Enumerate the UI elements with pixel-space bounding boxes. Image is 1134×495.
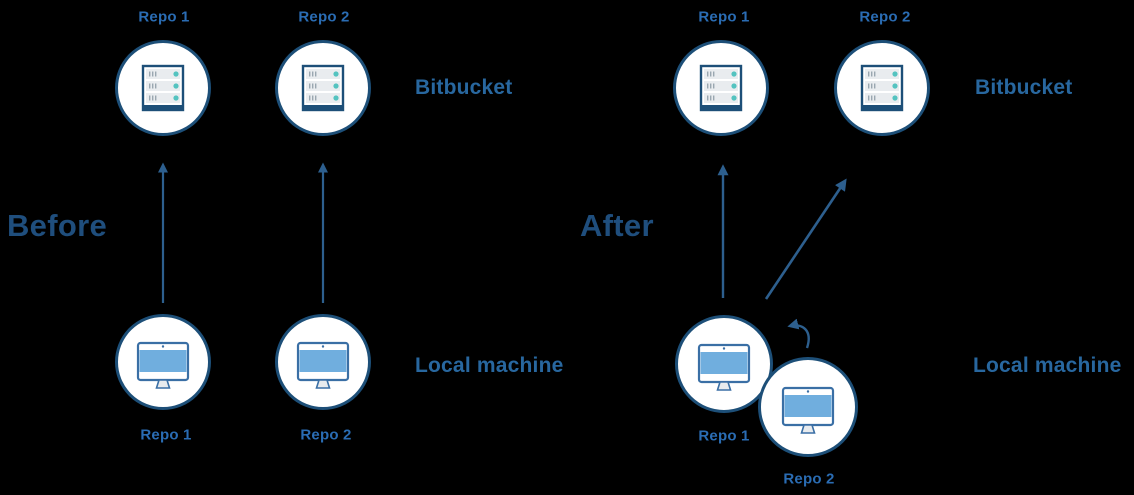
before-local-repo2-node — [275, 314, 371, 410]
after-remote-repo1-node — [673, 40, 769, 136]
after-local-repo2-label: Repo 2 — [783, 470, 835, 488]
before-remote-repo2-node — [275, 40, 371, 136]
after-remote-repo1-label: Repo 1 — [698, 8, 750, 26]
before-local-repo2-label: Repo 2 — [300, 426, 352, 444]
after-local-repo1-label: Repo 1 — [698, 427, 750, 445]
server-icon — [141, 64, 185, 112]
desktop-computer-icon — [296, 341, 350, 389]
after-local-machine-label: Local machine — [973, 354, 1122, 377]
after-remote-repo2-label: Repo 2 — [859, 8, 911, 26]
desktop-computer-icon — [136, 341, 190, 389]
after-curved-arrow-icon — [787, 318, 810, 349]
before-remote-repo2-label: Repo 2 — [298, 8, 350, 26]
after-local-repo2-node — [758, 357, 858, 457]
before-local-repo1-node — [115, 314, 211, 410]
before-bitbucket-label: Bitbucket — [415, 76, 513, 99]
server-icon — [699, 64, 743, 112]
before-remote-repo1-node — [115, 40, 211, 136]
desktop-computer-icon — [697, 343, 751, 391]
after-local-repo1-node — [675, 315, 773, 413]
after-arrow-repo2-diagonal — [764, 178, 847, 300]
before-local-machine-label: Local machine — [415, 354, 564, 377]
before-remote-repo1-label: Repo 1 — [138, 8, 190, 26]
after-bitbucket-label: Bitbucket — [975, 76, 1073, 99]
before-local-repo1-label: Repo 1 — [140, 426, 192, 444]
server-icon — [860, 64, 904, 112]
desktop-computer-icon — [781, 386, 835, 434]
server-icon — [301, 64, 345, 112]
before-title: Before — [7, 208, 107, 243]
after-remote-repo2-node — [834, 40, 930, 136]
after-title: After — [580, 208, 654, 243]
